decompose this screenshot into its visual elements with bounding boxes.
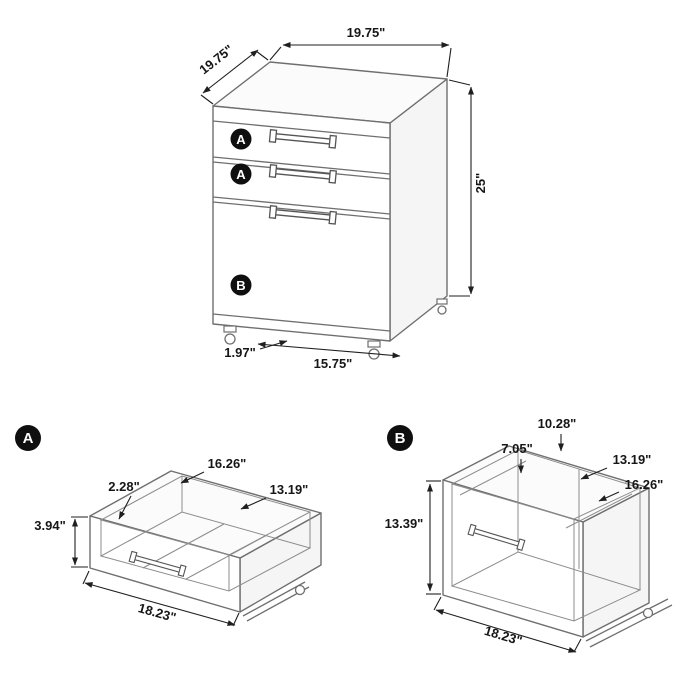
dim-base-width: 15.75"	[257, 341, 401, 371]
cabinet-overall-view: A A B 19.75" 19.75" 25"	[196, 25, 488, 371]
badge-letter: A	[236, 132, 246, 147]
dim-a-rim-height: 2.28"	[108, 479, 140, 520]
drawer-b-detail-view: B 1	[385, 416, 673, 653]
dim-label-top-width: 19.75"	[347, 25, 386, 40]
dim-b-inner-width: 13.19"	[580, 452, 652, 480]
dim-label-a-rim-height: 2.28"	[108, 479, 139, 494]
caster-back-right	[436, 298, 448, 315]
dim-a-front-height: 3.94"	[34, 516, 88, 568]
dim-label-a-inner-width: 13.19"	[270, 482, 309, 497]
section-badge-a: A	[15, 425, 41, 451]
dim-label-b-rail-depth: 7.05"	[501, 441, 532, 456]
drawer-b-body	[442, 445, 673, 648]
dim-top-width: 19.75"	[269, 25, 452, 78]
drawer-a-interior	[99, 476, 312, 592]
dim-label-b-outer-width: 18.23"	[483, 623, 524, 648]
badge-letter: B	[236, 278, 245, 293]
dim-label-b-inner-depth: 16.26"	[625, 477, 664, 492]
dim-label-caster-height: 1.97"	[224, 345, 255, 360]
drawer-b-glide-rail	[585, 598, 673, 648]
dim-b-front-height: 13.39"	[385, 480, 441, 595]
dim-b-inner-depth: 16.26"	[598, 477, 664, 502]
cabinet-body	[212, 61, 448, 360]
drawer-badge-b: B	[230, 274, 252, 296]
dim-b-back-depth: 10.28"	[538, 416, 577, 452]
caster-front-right	[367, 340, 381, 360]
drawer-a-detail-view: A	[15, 425, 322, 627]
dim-label-a-inner-depth: 16.26"	[208, 456, 247, 471]
section-badge-b: B	[387, 425, 413, 451]
dim-label-height: 25"	[473, 173, 488, 194]
badge-letter: A	[23, 430, 34, 447]
dim-overall-height: 25"	[448, 79, 488, 297]
drawer-b-interior	[450, 450, 642, 622]
dim-label-b-inner-width: 13.19"	[613, 452, 652, 467]
dim-label-a-front-height: 3.94"	[34, 518, 65, 533]
drawer-badge-a1: A	[230, 128, 252, 150]
dim-a-inner-width: 13.19"	[240, 482, 309, 510]
dim-label-b-back-depth: 10.28"	[538, 416, 577, 431]
drawer-a-glide-rail	[242, 581, 310, 622]
dim-a-inner-depth: 16.26"	[180, 456, 247, 484]
badge-letter: A	[236, 167, 246, 182]
dim-b-rail-depth: 7.05"	[501, 441, 533, 474]
dim-label-base-width: 15.75"	[314, 356, 353, 371]
dim-label-b-front-height: 13.39"	[385, 516, 424, 531]
dim-caster-height: 1.97"	[224, 340, 288, 360]
badge-letter: B	[395, 430, 406, 447]
drawer-badge-a2: A	[230, 163, 252, 185]
caster-front-left	[223, 325, 237, 345]
dim-label-a-outer-width: 18.23"	[137, 600, 178, 625]
